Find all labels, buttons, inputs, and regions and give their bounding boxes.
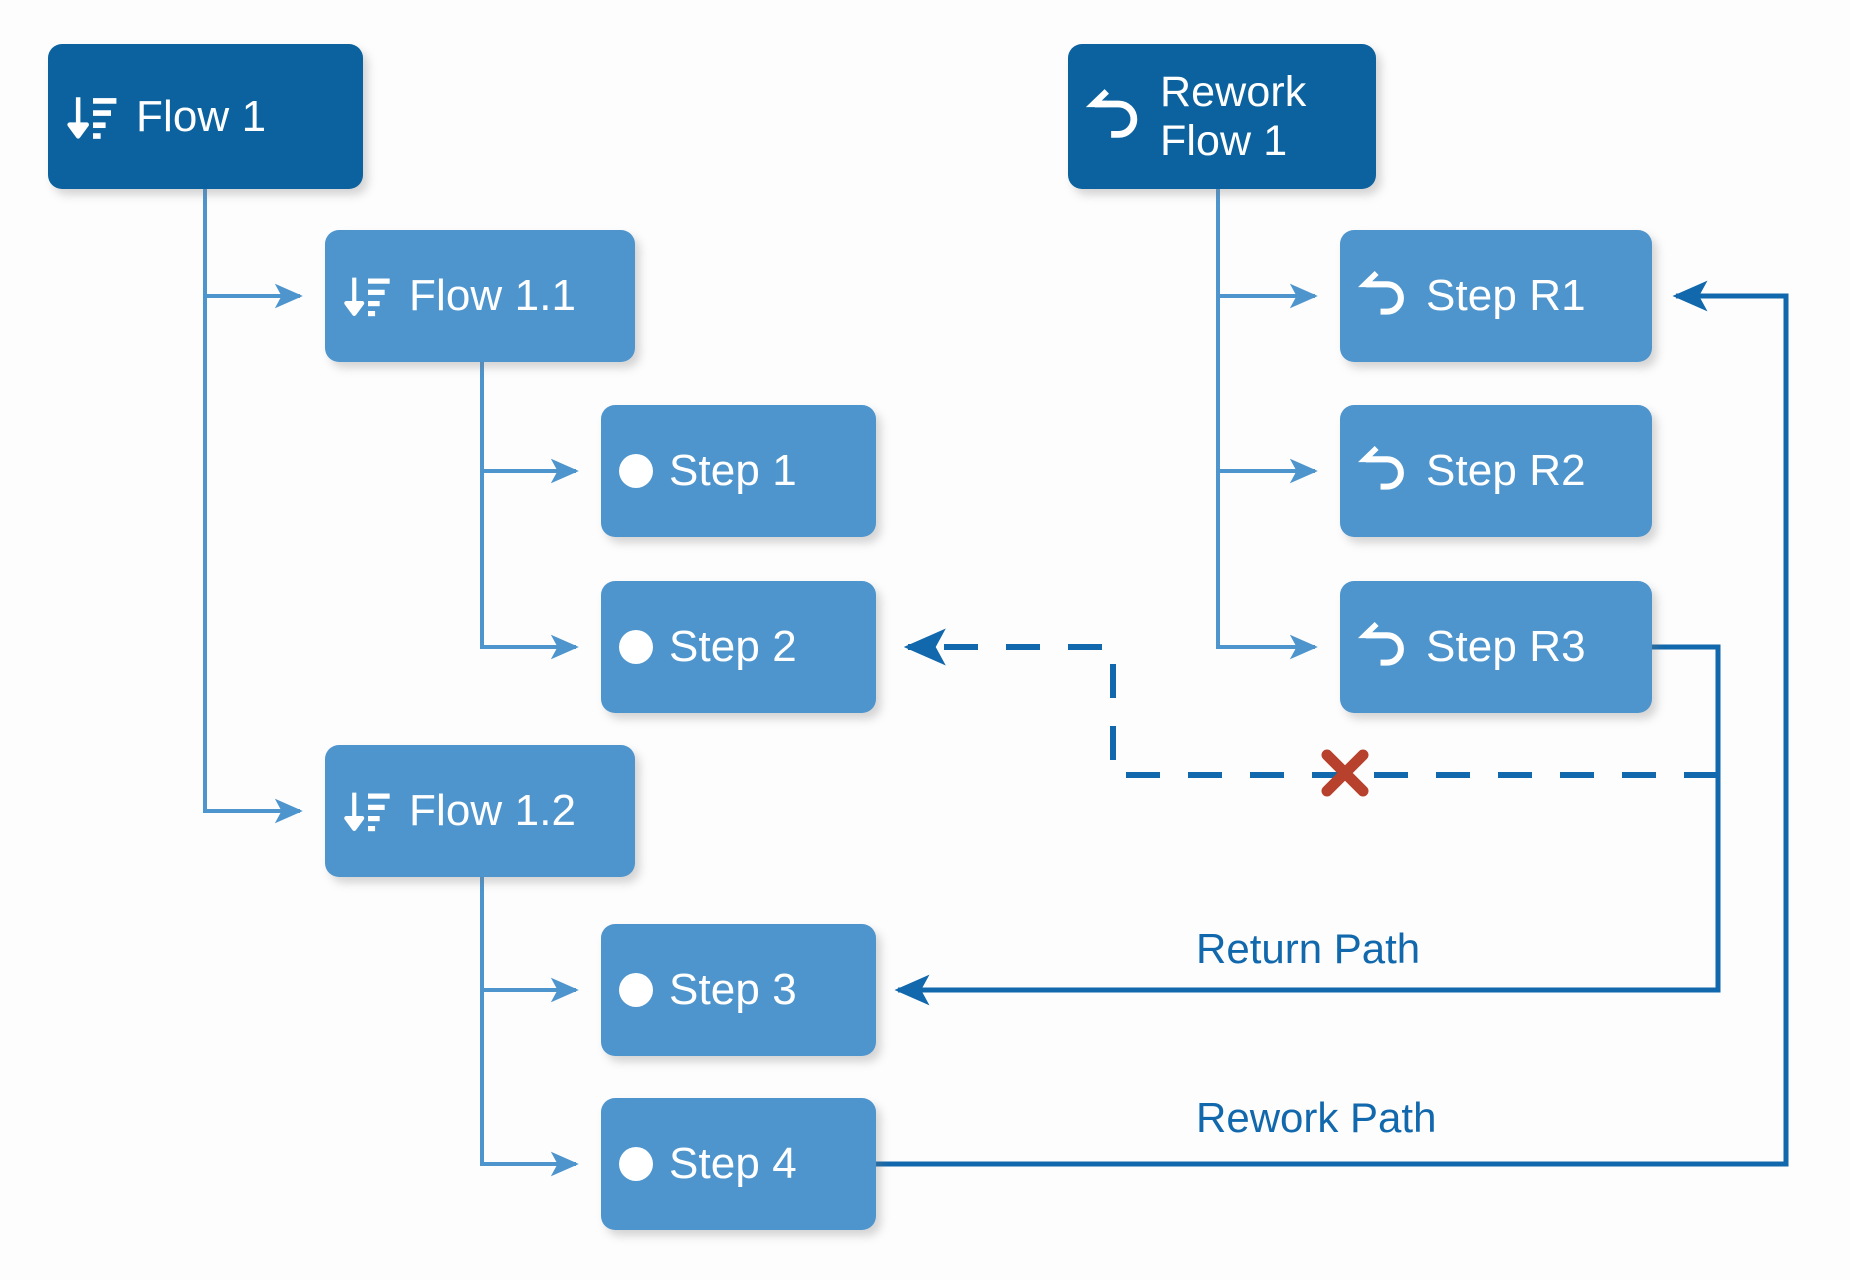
edge-flow12-to-step4 (480, 877, 579, 1177)
node-label: Flow 1.2 (409, 786, 577, 836)
bullet-circle-icon (619, 1147, 653, 1181)
sort-descending-icon (343, 786, 393, 836)
node-flow-1-1[interactable]: Flow 1.1 (325, 230, 635, 362)
edge-flow12-to-step3 (480, 877, 579, 1003)
edge-flow11-to-step2 (480, 362, 579, 660)
node-step-1[interactable]: Step 1 (601, 405, 876, 537)
node-label: Flow 1.1 (409, 271, 577, 321)
sort-descending-icon (66, 90, 120, 144)
node-step-r2[interactable]: Step R2 (1340, 405, 1652, 537)
bullet-circle-icon (619, 630, 653, 664)
node-label: Step 2 (669, 622, 797, 672)
node-step-2[interactable]: Step 2 (601, 581, 876, 713)
undo-arrow-icon (1358, 445, 1410, 497)
node-flow-1[interactable]: Flow 1 (48, 44, 363, 189)
node-rework-flow-1[interactable]: Rework Flow 1 (1068, 44, 1376, 189)
node-step-r1[interactable]: Step R1 (1340, 230, 1652, 362)
edge-rework1-to-stepr3 (1216, 189, 1318, 660)
edge-flow1-to-flow11 (203, 189, 303, 309)
bullet-circle-icon (619, 454, 653, 488)
node-label: Step R1 (1426, 271, 1586, 321)
node-label: Step 3 (669, 965, 797, 1015)
node-label: Flow 1 (136, 91, 267, 141)
edge-label-return-path: Return Path (1196, 925, 1421, 972)
node-label: Step 1 (669, 446, 797, 496)
node-label: Step 4 (669, 1139, 797, 1189)
node-step-3[interactable]: Step 3 (601, 924, 876, 1056)
edge-label-rework-path: Rework Path (1196, 1094, 1437, 1141)
node-step-r3[interactable]: Step R3 (1340, 581, 1652, 713)
edge-flow11-to-step1 (480, 362, 579, 484)
undo-arrow-icon (1358, 270, 1410, 322)
undo-arrow-icon (1358, 621, 1410, 673)
edge-rework1-to-stepr1 (1216, 189, 1318, 309)
node-label: Step R3 (1426, 622, 1586, 672)
node-flow-1-2[interactable]: Flow 1.2 (325, 745, 635, 877)
sort-descending-icon (343, 271, 393, 321)
edge-rework1-to-stepr2 (1216, 189, 1318, 484)
node-label: Step R2 (1426, 446, 1586, 496)
x-cross-icon (1321, 749, 1369, 797)
node-step-4[interactable]: Step 4 (601, 1098, 876, 1230)
edge-flow1-to-flow12 (203, 189, 303, 824)
node-label: Rework Flow 1 (1160, 68, 1307, 165)
undo-arrow-icon (1086, 88, 1144, 146)
bullet-circle-icon (619, 973, 653, 1007)
